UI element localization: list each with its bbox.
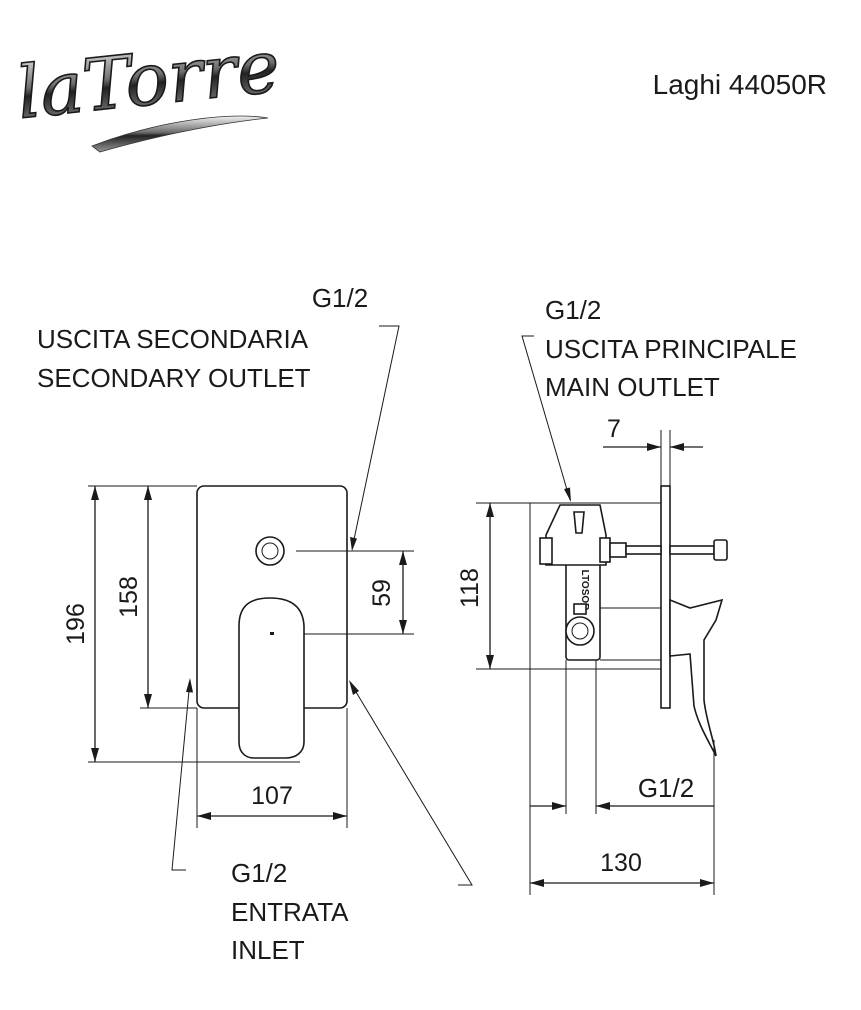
- main-outlet-label-it: USCITA PRINCIPALE: [545, 334, 797, 364]
- secondary-outlet-label-it: USCITA SECONDARIA: [37, 324, 309, 354]
- model-title: Laghi 44050R: [653, 69, 827, 100]
- main-outlet-label-en: MAIN OUTLET: [545, 372, 720, 402]
- brand-logo: laTorre: [12, 23, 284, 153]
- handle-mark: [270, 632, 274, 635]
- lever-handle-profile: [669, 598, 724, 757]
- dim-overall-depth: 130: [600, 849, 642, 877]
- side-view: LTOSOR 118 7 G1/2: [456, 295, 797, 895]
- bottom-thread: G1/2: [638, 773, 694, 803]
- dim-plate-height: 158: [115, 576, 143, 618]
- inlet-connector: [565, 616, 595, 646]
- inlet-label-it: ENTRATA: [231, 897, 349, 927]
- secondary-outlet-thread: G1/2: [312, 283, 368, 313]
- logo-swoosh: [91, 115, 269, 153]
- dim-body-height: 118: [456, 568, 484, 608]
- main-outlet-thread: G1/2: [545, 295, 601, 325]
- diverter-button: [255, 536, 285, 566]
- body-marking: LTOSOR: [579, 570, 590, 612]
- front-view: 196 158 59 107 G1/2 USCITA SECONDARIA SE…: [37, 283, 473, 965]
- dim-centres: 59: [368, 579, 396, 607]
- top-outlet-fitting: [545, 504, 607, 566]
- inlet-thread: G1/2: [231, 858, 287, 888]
- dim-plate-width: 107: [251, 782, 293, 810]
- dim-plate-thickness: 7: [607, 415, 621, 443]
- inlet-label-en: INLET: [231, 935, 305, 965]
- diverter-button-inner: [261, 542, 279, 560]
- dim-overall-height: 196: [62, 603, 90, 645]
- cover-plate-edge: [660, 485, 671, 709]
- lever-handle: [238, 597, 305, 759]
- secondary-outlet-label-en: SECONDARY OUTLET: [37, 363, 311, 393]
